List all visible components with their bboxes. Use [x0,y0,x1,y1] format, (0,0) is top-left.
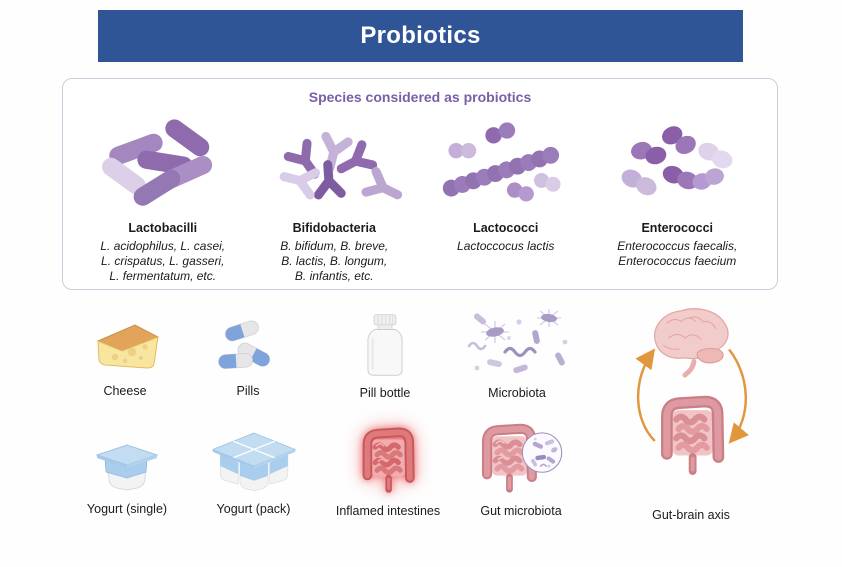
species-group-name: Bifidobacteria [292,221,376,235]
lactococci-chain-icon [432,119,580,215]
species-columns: Lactobacilli L. acidophilus, L. casei, L… [77,113,763,283]
species-group-bifidobacteria: Bifidobacteria B. bifidum, B. breve, B. … [249,113,421,283]
species-panel-title: Species considered as probiotics [308,89,532,105]
lactobacilli-rods-icon [89,119,237,215]
pills-icon [209,316,287,376]
species-group-name: Lactobacilli [128,221,198,235]
species-group-list: Lactoccocus lactis [457,239,555,253]
cheese-icon [85,314,165,376]
item-label: Inflamed intestines [335,504,441,518]
enterococci-pairs-icon [603,119,751,215]
inflamed-intestines-icon [359,424,417,496]
item-label: Gut microbiota [480,504,562,518]
grid-item-pills: Pills [196,316,300,398]
species-group-list: B. bifidum, B. breve, B. lactis, B. long… [280,239,389,284]
grid-item-yogurt-single: Yogurt (single) [72,432,182,516]
probiotics-banner: Probiotics [98,10,743,62]
species-group-lactococci: Lactococci Lactoccocus lactis [420,113,592,283]
species-group-name: Enterococci [641,221,714,235]
gut-microbiota-icon [478,420,564,496]
species-group-enterococci: Enterococci Enterococcus faecalis, Enter… [592,113,764,283]
species-group-list: Enterococcus faecalis, Enterococcus faec… [617,239,738,269]
item-label: Yogurt (pack) [216,502,291,516]
grid-item-inflamed-intestines: Inflamed intestines [328,424,448,518]
page-title: Probiotics [360,22,481,49]
pill-bottle-icon [354,310,416,378]
item-label: Pill bottle [359,386,411,400]
item-label: Pills [236,384,260,398]
grid-item-microbiota: Microbiota [458,308,576,400]
grid-item-yogurt-pack: Yogurt (pack) [196,426,311,516]
item-label: Microbiota [488,386,546,400]
grid-item-cheese: Cheese [70,314,180,398]
species-group-lactobacilli: Lactobacilli L. acidophilus, L. casei, L… [77,113,249,283]
bifidobacteria-branched-icon [260,119,408,215]
grid-item-gut-brain-axis: Gut-brain axis [615,300,767,522]
gut-brain-axis-icon [615,300,767,500]
species-group-list: L. acidophilus, L. casei, L. crispatus, … [100,239,226,284]
species-group-name: Lactococci [473,221,539,235]
item-label: Gut-brain axis [652,508,730,522]
yogurt-pack-icon [199,426,309,494]
item-label: Yogurt (single) [86,502,168,516]
grid-item-pill-bottle: Pill bottle [333,310,437,400]
yogurt-single-icon [85,432,169,494]
grid-item-gut-microbiota: Gut microbiota [458,420,584,518]
microbiota-icon [461,308,573,378]
species-panel: Species considered as probiotics Lactoba… [62,78,778,290]
item-label: Cheese [103,384,147,398]
